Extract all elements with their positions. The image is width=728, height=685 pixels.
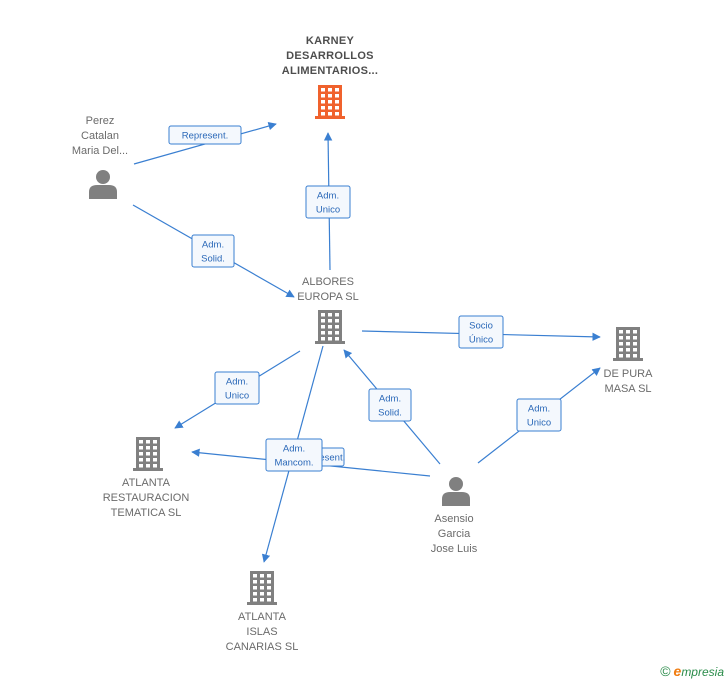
edge-label-albores-to-karney[interactable]: Adm. Unico (305, 185, 351, 219)
edge-label-text: Único (469, 335, 493, 346)
edge-label-text: Adm. (379, 394, 401, 405)
edge-label-box (368, 388, 412, 422)
edge-label-box (265, 438, 323, 472)
node-label-karney[interactable]: KARNEY DESARROLLOS ALIMENTARIOS... (281, 35, 379, 77)
brand-footer: ©empresia (660, 663, 724, 679)
edge-label-asensio-to-depura[interactable]: Adm. Unico (516, 398, 562, 432)
person-icon[interactable] (441, 476, 471, 511)
edge-label-text: Adm. (283, 444, 305, 455)
person-icon[interactable] (88, 169, 118, 204)
edge-label-box (214, 371, 260, 405)
edge-label-perez-to-albores[interactable]: Adm. Solid. (191, 234, 235, 268)
brand-name: mpresia (681, 665, 724, 679)
company-building-icon[interactable] (315, 309, 345, 350)
node-label-perez[interactable]: Perez Catalan Maria Del... (71, 115, 129, 157)
company-building-icon[interactable] (613, 326, 643, 367)
edge-label-text: Socio (469, 321, 493, 332)
edge-label-text: Unico (316, 205, 340, 216)
edge-label-text: Solid. (378, 408, 402, 419)
edge-label-text: Represent. (182, 131, 228, 142)
copyright-symbol: © (660, 663, 671, 679)
company-building-icon-highlighted[interactable] (315, 84, 345, 125)
edge-label-text: Adm. (317, 191, 339, 202)
brand-logo-initial: e (673, 663, 682, 679)
edge-label-albores-to-islas[interactable]: Adm. Mancom. (265, 438, 323, 472)
node-label-restauracion[interactable]: ATLANTA RESTAURACION TEMATICA SL (102, 477, 190, 519)
edge-label-text: Mancom. (274, 458, 313, 469)
edge-label-box (516, 398, 562, 432)
edge-label-box (191, 234, 235, 268)
edge-label-text: Unico (527, 418, 551, 429)
node-label-asensio[interactable]: Asensio Garcia Jose Luis (430, 513, 478, 555)
node-label-albores[interactable]: ALBORES EUROPA SL (297, 276, 359, 303)
edge-label-box (305, 185, 351, 219)
edge-label-box (168, 125, 242, 145)
company-building-icon[interactable] (247, 570, 277, 611)
edge-label-albores-to-restauracion[interactable]: Adm. Unico (214, 371, 260, 405)
edge-label-asensio-to-albores[interactable]: Adm. Solid. (368, 388, 412, 422)
edge-label-text: Adm. (528, 404, 550, 415)
edge-label-perez-to-karney[interactable]: Represent. (168, 125, 242, 145)
node-label-islas[interactable]: ATLANTA ISLAS CANARIAS SL (225, 611, 299, 653)
edge-label-text: Unico (225, 391, 249, 402)
edge-label-text: Solid. (201, 254, 225, 265)
edge-label-text: Adm. (202, 240, 224, 251)
company-building-icon[interactable] (133, 436, 163, 477)
edge-label-box (458, 315, 504, 349)
node-label-depura[interactable]: DE PURA MASA SL (603, 368, 653, 395)
edge-label-text: Adm. (226, 377, 248, 388)
